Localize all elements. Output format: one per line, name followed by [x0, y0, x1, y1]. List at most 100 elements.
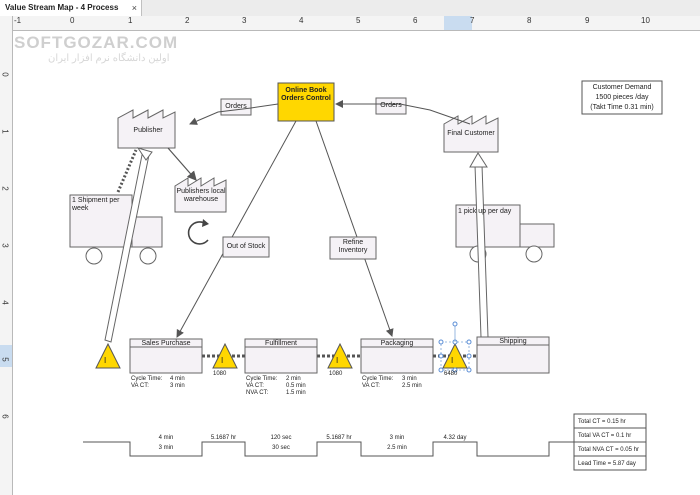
- inventory-count: 6480: [444, 371, 458, 377]
- orders-right-box: [375, 97, 407, 115]
- takt-time: (Takt Time 0.31 min): [590, 104, 654, 111]
- metric-label: Cycle Time:: [131, 376, 163, 382]
- truck-left-wheel: [139, 247, 157, 265]
- cycle-icon: [187, 221, 209, 245]
- tab-bar: Value Stream Map - 4 Process ×: [0, 0, 700, 17]
- vertical-ruler: [0, 16, 13, 495]
- document-tab[interactable]: Value Stream Map - 4 Process ×: [0, 0, 142, 16]
- truck-right-wheel: [525, 245, 543, 263]
- summary-total-ct: Total CT = 0.15 hr: [578, 419, 626, 425]
- inventory-triangle: [212, 342, 238, 369]
- publisher-label[interactable]: Publisher: [133, 127, 163, 134]
- metric-label: VA CT:: [246, 383, 264, 389]
- horizontal-ruler: [12, 16, 700, 31]
- shipment-left-label[interactable]: 1 Shipment per week: [72, 197, 120, 212]
- process-sales-purchase: [129, 338, 203, 374]
- metric-value: 1.5 min: [286, 390, 306, 396]
- inventory-symbol[interactable]: I: [104, 356, 107, 365]
- shipment-arrow-right-head: [469, 152, 488, 168]
- customer-demand-title: Customer Demand: [592, 84, 652, 91]
- metric-value: 4 min: [170, 376, 185, 382]
- timeline-top-label: 5.1687 hr: [326, 435, 352, 441]
- truck-left-wheel: [85, 247, 103, 265]
- truck-left-body: [69, 194, 133, 248]
- metric-label: Cycle Time:: [362, 376, 394, 382]
- timeline-bottom-label: 3 min: [158, 445, 174, 451]
- shipment-dotted-line: [116, 149, 138, 193]
- summary-lead-time: Lead Time = 5.87 day: [578, 461, 636, 467]
- orders-left-label[interactable]: Orders: [225, 103, 247, 110]
- out-of-stock-box: [222, 236, 270, 258]
- shipment-arrow-left-head: [136, 147, 153, 161]
- process-packaging: [360, 338, 434, 374]
- metric-label: VA CT:: [362, 383, 380, 389]
- ruler-label: 6: [413, 16, 418, 25]
- timeline-top-label: 3 min: [389, 435, 405, 441]
- process-sales-purchase-name[interactable]: Sales Purchase: [141, 340, 191, 347]
- refine-inventory-label[interactable]: Refine Inventory: [338, 239, 368, 254]
- process-shipping: [476, 336, 550, 374]
- close-tab-icon[interactable]: ×: [131, 3, 137, 13]
- ruler-selection-marker: [444, 16, 472, 30]
- process-fulfillment-name[interactable]: Fulfillment: [265, 340, 297, 347]
- metric-label: NVA CT:: [246, 390, 269, 396]
- control-box-label[interactable]: Online Book Orders Control: [281, 87, 331, 102]
- ruler-label: 1: [128, 16, 133, 25]
- customer-demand-box: [581, 80, 663, 115]
- metric-value: 3 min: [170, 383, 185, 389]
- metric-label: Cycle Time:: [246, 376, 278, 382]
- customer-demand-value: 1500 pieces /day: [595, 94, 649, 101]
- ruler-label: 3: [242, 16, 247, 25]
- timeline-top-label: 4.32 day: [443, 435, 467, 441]
- truck-right-body: [455, 204, 521, 248]
- refine-inventory-box: [329, 236, 377, 260]
- publisher-factory-icon: [117, 109, 176, 149]
- ruler-label: 7: [470, 16, 475, 25]
- timeline-top-label: 120 sec: [270, 435, 292, 441]
- inventory-triangle: [327, 342, 353, 369]
- ruler-label: 10: [641, 16, 650, 25]
- warehouse-label[interactable]: Publishers local warehouse: [176, 188, 226, 203]
- inventory-symbol[interactable]: I: [336, 356, 339, 365]
- process-fulfillment: [244, 338, 318, 374]
- orders-right-label[interactable]: Orders: [380, 102, 402, 109]
- rotate-handle: [452, 321, 458, 327]
- out-of-stock-label[interactable]: Out of Stock: [226, 243, 266, 250]
- warehouse-factory-icon: [174, 177, 227, 213]
- metric-value: 3 min: [402, 376, 417, 382]
- electronic-flow-arrow-right: [335, 100, 471, 125]
- ruler-label: 4: [299, 16, 304, 25]
- timeline-top-label: 4 min: [158, 435, 174, 441]
- info-flow-packaging: [315, 120, 394, 337]
- flow-arrow-warehouse: [167, 147, 197, 181]
- process-shipping-name[interactable]: Shipping: [499, 338, 527, 345]
- ruler-selection-marker-vertical: [0, 345, 12, 367]
- ruler-label: 8: [527, 16, 532, 25]
- timeline-top-label: 5.1687 hr: [210, 435, 237, 441]
- metric-value: 2.5 min: [402, 383, 422, 389]
- timeline-ladder: [83, 441, 574, 457]
- info-flow-sales: [176, 120, 297, 338]
- truck-left-cab: [131, 216, 163, 248]
- final-customer-label[interactable]: Final Customer: [447, 130, 495, 137]
- watermark: SOFTGOZAR.COM: [14, 33, 179, 52]
- ruler-label: 2: [185, 16, 190, 25]
- electronic-flow-arrow-left: [189, 103, 279, 125]
- control-box: [277, 82, 335, 122]
- metric-label: VA CT:: [131, 383, 149, 389]
- process-packaging-name[interactable]: Packaging: [380, 340, 414, 347]
- metric-value: 2 min: [286, 376, 301, 382]
- summary-total-va-ct: Total VA CT = 0.1 hr: [578, 433, 632, 439]
- timeline-bottom-label: 30 sec: [272, 445, 290, 451]
- watermark-subtitle: اولین دانشگاه نرم افزار ایران: [48, 53, 170, 64]
- summary-total-nva-ct: Total NVA CT = 0.05 hr: [578, 447, 639, 453]
- ruler-label: 5: [356, 16, 361, 25]
- ruler-label: 9: [585, 16, 590, 25]
- inventory-count: 1080: [329, 371, 343, 377]
- ruler-label: 0: [70, 16, 75, 25]
- shipment-right-label[interactable]: 1 pick up per day: [458, 208, 512, 215]
- inventory-symbol[interactable]: I: [451, 356, 454, 365]
- inventory-symbol[interactable]: I: [221, 356, 224, 365]
- document-tab-title: Value Stream Map - 4 Process: [5, 3, 119, 12]
